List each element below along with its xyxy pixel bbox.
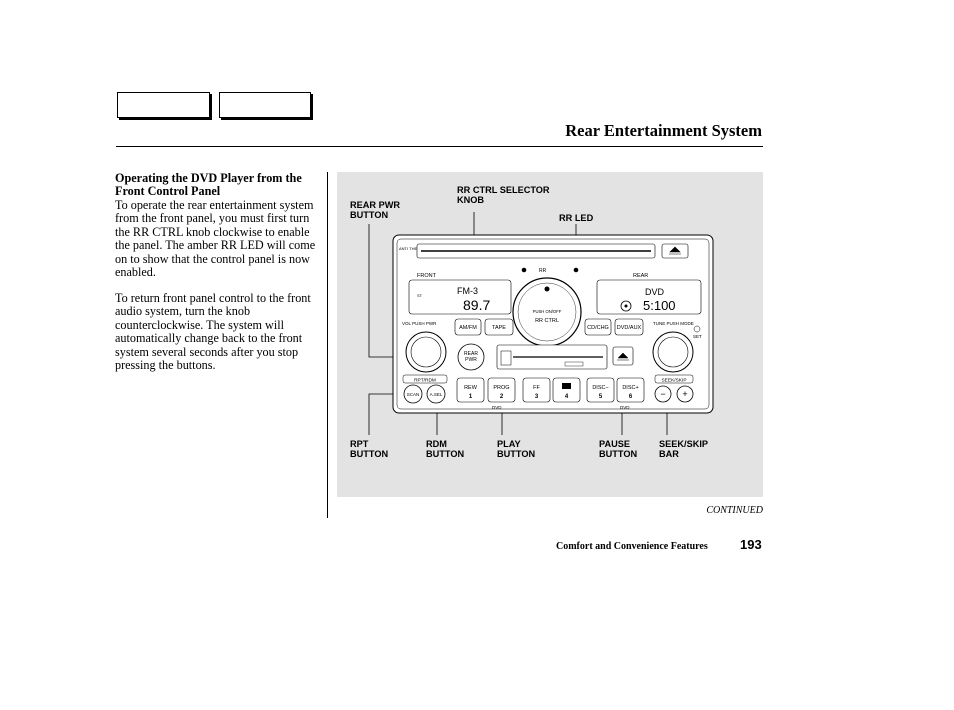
nav-tab-2[interactable] xyxy=(219,92,311,118)
seek-minus-label: − xyxy=(660,389,665,399)
disc-minus-button-number: 5 xyxy=(599,394,603,400)
callout-rpt: RPT BUTTON xyxy=(350,439,389,459)
paragraph-1-text: To operate the rear entertainment system… xyxy=(115,198,316,280)
set-icon xyxy=(693,325,701,333)
vol-label: VOL PUSH PWR xyxy=(402,321,437,326)
rr-label: RR xyxy=(539,268,547,274)
set-label: SET xyxy=(693,334,702,339)
tape-eject-icon xyxy=(617,352,629,361)
dvd-pause-marker: DVD xyxy=(620,405,630,410)
page-title: Rear Entertainment System xyxy=(565,121,762,140)
dvd-play-marker: DVD xyxy=(492,405,502,410)
ff-button-number: 3 xyxy=(535,394,539,400)
disc-plus-button-number: 6 xyxy=(629,394,633,400)
figure-panel: ANTI THEFT FRONT ST FM-3 89.7 RR PUSH ON… xyxy=(337,172,763,497)
scan-button[interactable] xyxy=(403,384,423,404)
anti-theft-label: ANTI THEFT xyxy=(399,246,423,251)
disc-plus-button[interactable] xyxy=(616,377,645,403)
seek-plus-label: + xyxy=(682,389,687,399)
paragraph-1: To operate the rear entertainment system… xyxy=(115,198,323,280)
rear-pwr-button[interactable] xyxy=(457,343,485,371)
rpt-rdm-label: RPT/RDM xyxy=(414,378,436,384)
tune-knob[interactable] xyxy=(652,331,694,373)
dvd-aux-button[interactable] xyxy=(614,318,644,336)
asel-button[interactable] xyxy=(426,384,446,404)
callout-rdm: RDM BUTTON xyxy=(426,439,465,459)
front-band: FM-3 xyxy=(457,286,478,296)
am-fm-button[interactable] xyxy=(454,318,482,336)
am-fm-label: AM/FM xyxy=(459,325,477,331)
front-frequency: 89.7 xyxy=(463,297,490,313)
callout-rr-led: RR LED xyxy=(559,213,594,223)
disc-minus-button-label: DISC− xyxy=(592,385,608,391)
column-divider xyxy=(327,172,328,518)
continued-label: CONTINUED xyxy=(706,505,763,516)
front-display xyxy=(408,279,512,315)
tape-button[interactable] xyxy=(484,318,514,336)
rew-button-label: REW xyxy=(464,385,478,391)
callout-pause: PAUSE BUTTON xyxy=(599,439,638,459)
front-st-label: ST xyxy=(417,293,423,298)
callout-play: PLAY BUTTON xyxy=(497,439,536,459)
title-rule xyxy=(116,146,763,147)
seek-minus-button[interactable] xyxy=(654,385,672,403)
knob-rr-ctrl-label: RR CTRL xyxy=(535,318,559,324)
ff-button-label: FF xyxy=(533,385,540,391)
disc-minus-button[interactable] xyxy=(586,377,615,403)
seek-skip-label: SEEK/SKIP xyxy=(661,378,686,384)
knob-push-label: PUSH ON/OFF xyxy=(533,309,562,314)
front-label: FRONT xyxy=(417,273,437,279)
rr-led xyxy=(573,267,579,273)
preset-buttons: REW 1 PROG 2 FF 3 4 DISC− 5 DISC+ 6 xyxy=(456,377,645,403)
led-indicator-left xyxy=(521,267,527,273)
rear-mode: DVD xyxy=(645,287,665,297)
ff-button[interactable] xyxy=(522,377,551,403)
callout-rr-ctrl: RR CTRL SELECTOR KNOB xyxy=(457,185,550,205)
callout-seek-skip: SEEK/SKIP BAR xyxy=(659,439,709,459)
footer-section-title: Comfort and Convenience Features xyxy=(556,541,708,552)
disc-plus-button-label: DISC+ xyxy=(622,385,638,391)
asel-label: A.SEL xyxy=(430,392,443,397)
pause-button[interactable] xyxy=(552,377,581,403)
volume-knob[interactable] xyxy=(405,331,447,373)
scan-label: SCAN xyxy=(407,392,420,397)
nav-tab-1[interactable] xyxy=(117,92,210,118)
cd-chg-label: CD/CHG xyxy=(587,325,609,331)
paragraph-2: To return front panel control to the fro… xyxy=(115,291,323,373)
cd-chg-button[interactable] xyxy=(584,318,612,336)
dvd-aux-label: DVD/AUX xyxy=(617,325,642,331)
rear-label: REAR xyxy=(633,273,648,279)
rew-button-number: 1 xyxy=(469,394,473,400)
callout-rear-pwr: REAR PWR BUTTON xyxy=(350,200,401,220)
section-heading: Operating the DVD Player from the Front … xyxy=(115,171,302,199)
pause-button-number: 4 xyxy=(565,394,569,400)
audio-panel-illustration: ANTI THEFT FRONT ST FM-3 89.7 RR PUSH ON… xyxy=(368,212,714,435)
prog-button-label: PROG xyxy=(493,385,509,391)
tape-label: TAPE xyxy=(492,325,506,331)
rear-display xyxy=(596,279,702,315)
rew-button[interactable] xyxy=(456,377,485,403)
leader-rpt xyxy=(368,393,402,435)
seek-plus-button[interactable] xyxy=(676,385,694,403)
prog-button[interactable] xyxy=(487,377,516,403)
disc-icon xyxy=(620,300,632,312)
prog-button-number: 2 xyxy=(500,394,504,400)
pause-icon xyxy=(562,383,571,389)
rear-time: 5:100 xyxy=(643,298,676,313)
eject-icon xyxy=(669,246,681,255)
paragraph-2-text: To return front panel control to the fro… xyxy=(115,291,311,373)
page-number: 193 xyxy=(740,537,762,552)
tune-label: TUNE PUSH MODE xyxy=(653,321,694,326)
